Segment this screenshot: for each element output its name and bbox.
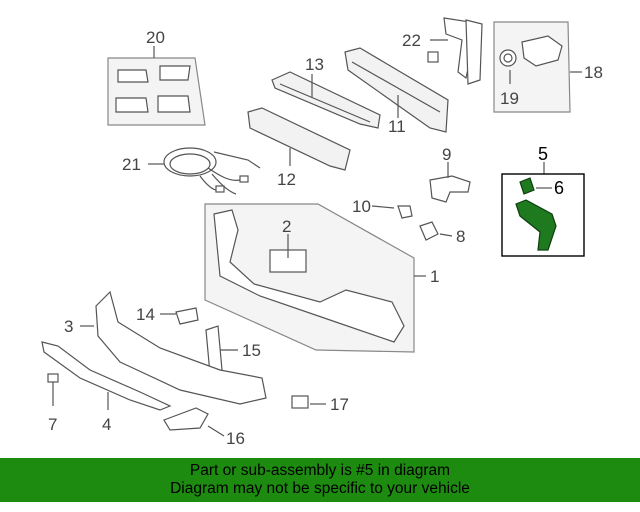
part-12-shape <box>247 107 351 171</box>
callout-21: 21 <box>122 155 141 174</box>
part-17-group[interactable]: 17 <box>291 395 349 414</box>
part-8-group[interactable]: 8 <box>419 221 465 246</box>
part-1-cover <box>213 209 405 343</box>
part-13-group[interactable]: 13 <box>271 55 381 129</box>
part-20-pad-a <box>117 69 149 83</box>
part-20-pad-d <box>157 95 191 113</box>
part-14-shape <box>175 307 199 325</box>
part-10-group[interactable]: 10 <box>352 197 413 219</box>
callout-13: 13 <box>305 55 324 74</box>
part-16-shape <box>163 407 209 431</box>
notice-line-1: Part or sub-assembly is #5 in diagram <box>189 462 451 479</box>
part-22-rail <box>465 19 483 85</box>
part-3-shape <box>95 290 267 405</box>
callout-9: 9 <box>442 145 451 164</box>
callout-3: 3 <box>64 317 73 336</box>
part-5-bracket <box>515 199 557 251</box>
part-20-pad-b <box>159 65 191 81</box>
part-18-sensor <box>521 35 563 67</box>
part-14-group[interactable]: 14 <box>136 305 199 325</box>
part-20-group[interactable]: 20 <box>107 28 206 126</box>
callout-12: 12 <box>277 170 296 189</box>
part-4-shape <box>41 341 172 411</box>
part-8-clip <box>419 221 439 241</box>
callout-7: 7 <box>48 415 57 434</box>
part-9-shape <box>429 175 471 203</box>
part-3-group[interactable]: 3 <box>64 290 267 405</box>
part-16-group[interactable]: 16 <box>163 407 245 448</box>
callout-14: 14 <box>136 305 155 324</box>
part-7-head <box>47 373 59 383</box>
callout-2: 2 <box>282 217 291 236</box>
part-1-group[interactable]: 1 2 <box>204 203 439 353</box>
callout-5: 5 <box>538 144 548 164</box>
part-18-group[interactable]: 18 19 <box>493 21 603 113</box>
callout-8: 8 <box>456 227 465 246</box>
notice-line-2: Diagram may not be specific to your vehi… <box>170 480 470 497</box>
callout-15: 15 <box>242 341 261 360</box>
callout-10: 10 <box>352 197 371 216</box>
part-13-shape <box>271 71 381 129</box>
callout-4: 4 <box>102 415 111 434</box>
callout-1: 1 <box>430 267 439 286</box>
callout-19: 19 <box>500 89 519 108</box>
part-21-group[interactable]: 21 <box>122 147 261 195</box>
part-12-group[interactable]: 12 <box>247 107 351 189</box>
callout-20: 20 <box>146 28 165 47</box>
notice-banner: Part or sub-assembly is #5 in diagram Di… <box>0 458 640 502</box>
callout-11: 11 <box>388 117 406 136</box>
part-11-group[interactable]: 11 <box>344 47 449 136</box>
part-15-group[interactable]: 15 <box>205 325 261 375</box>
callout-16: 16 <box>226 429 245 448</box>
part-17-shape <box>291 395 309 409</box>
callout-22: 22 <box>402 31 421 50</box>
part-7-group[interactable]: 7 <box>47 373 59 434</box>
part-22-group[interactable]: 22 <box>402 17 483 85</box>
part-10-bolt <box>397 205 413 219</box>
callout-6: 6 <box>554 178 564 198</box>
part-11-shape <box>344 47 449 133</box>
callout-18: 18 <box>584 63 603 82</box>
part-5-group[interactable]: 5 6 <box>501 144 585 257</box>
callout-17: 17 <box>330 395 349 414</box>
part-6-clip <box>519 177 535 195</box>
part-4-group[interactable]: 4 <box>41 341 172 434</box>
part-20-pad-c <box>115 97 149 113</box>
part-9-group[interactable]: 9 <box>429 145 471 203</box>
part-20-box <box>107 57 206 126</box>
